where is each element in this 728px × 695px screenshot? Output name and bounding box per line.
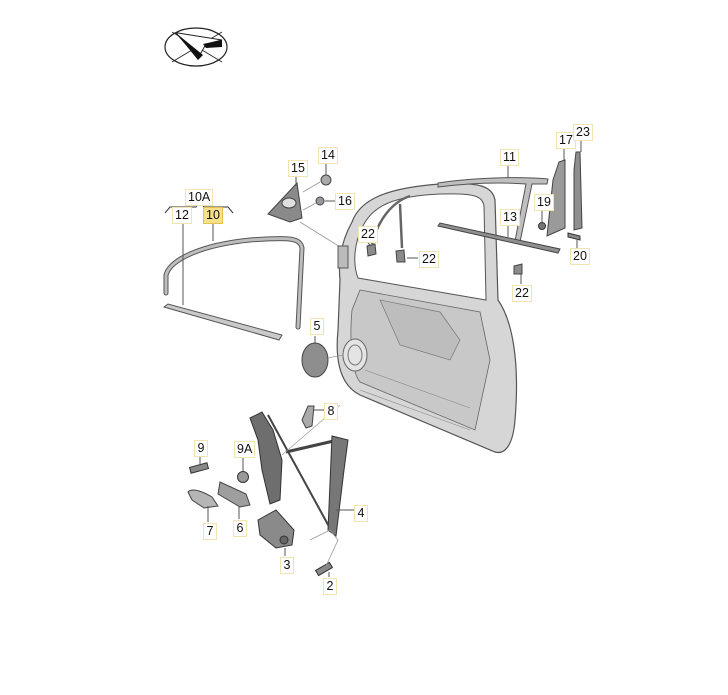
callout-22c[interactable]: 22 bbox=[512, 285, 532, 302]
callout-5[interactable]: 5 bbox=[310, 318, 324, 335]
part-9-bolt[interactable] bbox=[188, 457, 210, 474]
callout-14[interactable]: 14 bbox=[318, 147, 338, 164]
part-20-screw[interactable] bbox=[567, 232, 581, 248]
part-11-frame-trim[interactable] bbox=[437, 166, 549, 243]
part-22-pad-c[interactable] bbox=[513, 263, 523, 284]
callout-22a[interactable]: 22 bbox=[358, 226, 378, 243]
callout-20[interactable]: 20 bbox=[570, 248, 590, 265]
part-13-outer-strip[interactable] bbox=[437, 222, 561, 254]
callout-12[interactable]: 12 bbox=[172, 207, 192, 224]
part-17-pillar-trim[interactable] bbox=[546, 149, 566, 237]
part-22-pad-a[interactable] bbox=[366, 242, 377, 257]
callout-3[interactable]: 3 bbox=[280, 557, 294, 574]
door-shell[interactable] bbox=[336, 182, 518, 454]
direction-logo-icon bbox=[164, 27, 228, 67]
callout-22b[interactable]: 22 bbox=[419, 251, 439, 268]
part-22-pad-b[interactable] bbox=[395, 249, 418, 263]
callout-6[interactable]: 6 bbox=[233, 520, 247, 537]
part-5-speaker-cover[interactable] bbox=[301, 336, 344, 378]
callout-13[interactable]: 13 bbox=[500, 209, 520, 226]
callout-15[interactable]: 15 bbox=[288, 160, 308, 177]
part-14-clip[interactable] bbox=[302, 164, 332, 193]
callout-8[interactable]: 8 bbox=[324, 403, 338, 420]
callout-7[interactable]: 7 bbox=[203, 523, 217, 540]
callout-10A[interactable]: 10A bbox=[185, 189, 214, 206]
part-19-clip[interactable] bbox=[538, 211, 546, 230]
part-6-lever[interactable] bbox=[217, 481, 251, 519]
callout-2[interactable]: 2 bbox=[323, 578, 337, 595]
part-9A-bushing[interactable] bbox=[237, 458, 249, 483]
part-23-pillar-seal[interactable] bbox=[573, 141, 583, 231]
part-12-waist-strip[interactable] bbox=[162, 224, 283, 341]
callout-4[interactable]: 4 bbox=[354, 505, 368, 522]
part-15-mirror-trim[interactable] bbox=[267, 177, 346, 251]
callout-11[interactable]: 11 bbox=[500, 149, 519, 166]
callout-9[interactable]: 9 bbox=[194, 440, 208, 457]
part-2-screw[interactable] bbox=[309, 529, 339, 577]
part-3-motor[interactable] bbox=[257, 509, 295, 556]
callout-9A[interactable]: 9A bbox=[234, 441, 256, 458]
callout-19[interactable]: 19 bbox=[534, 194, 554, 211]
part-7-bracket[interactable] bbox=[187, 489, 219, 522]
callout-10[interactable]: 10 bbox=[203, 207, 223, 224]
part-8-clip[interactable] bbox=[301, 405, 324, 429]
callout-23[interactable]: 23 bbox=[573, 124, 593, 141]
part-10-window-seal[interactable] bbox=[163, 224, 305, 330]
callout-16[interactable]: 16 bbox=[335, 193, 355, 210]
part-16-nut[interactable] bbox=[302, 196, 336, 211]
part-4-window-regulator[interactable] bbox=[249, 404, 354, 537]
